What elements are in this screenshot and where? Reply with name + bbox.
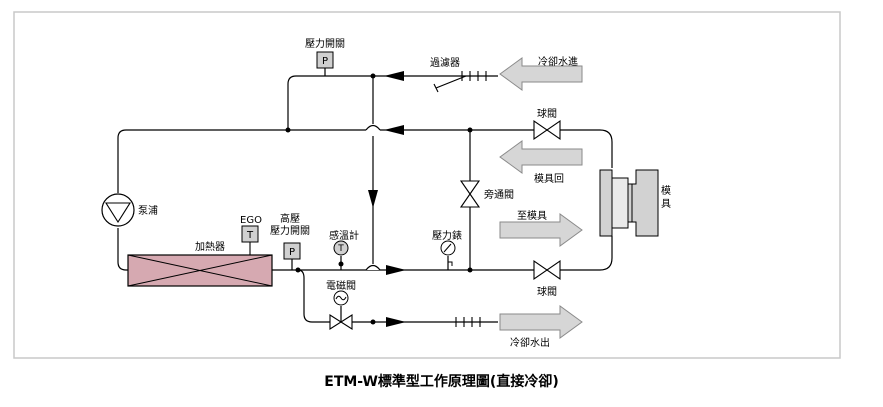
- diagram-caption: ETM-W標準型工作原理圖(直接冷卻): [324, 374, 559, 390]
- pressure-gauge: [440, 240, 456, 266]
- pump-label: 泵浦: [138, 204, 158, 217]
- pressure-switch-label: 壓力開關: [305, 37, 345, 50]
- ball-valve-top-label: 球閥: [537, 107, 557, 120]
- heater-label: 加熱器: [195, 240, 225, 253]
- cooling-water-out-arrow: [499, 305, 583, 339]
- filter-label: 過濾器: [430, 56, 460, 69]
- high-pressure-switch: P: [283, 242, 301, 260]
- mold-return-label: 模具回: [534, 173, 564, 185]
- mold: [599, 169, 659, 237]
- mold-return-arrow: [499, 140, 583, 174]
- ball-valve-bottom-label: 球閥: [537, 285, 557, 298]
- cooling-water-out-label: 冷卻水出: [510, 336, 550, 349]
- pump: [101, 193, 135, 227]
- junction-dots: [285, 73, 473, 325]
- filter-symbol: [433, 71, 487, 93]
- pressure-gauge-label: 壓力錶: [432, 229, 462, 242]
- ball-valve-top[interactable]: [533, 119, 561, 141]
- ego-thermostat: T: [241, 225, 259, 255]
- temp-sensor-label: 感溫計: [329, 229, 359, 242]
- high-pressure-switch-letter: P: [289, 247, 295, 258]
- flow-arrows: [368, 71, 406, 327]
- bypass-valve-label: 旁通閥: [484, 188, 514, 201]
- solenoid-valve-label: 電磁閥: [326, 279, 356, 292]
- bypass-valve[interactable]: [459, 180, 481, 208]
- mold-label: 模具: [661, 185, 671, 210]
- ego-label: EGO: [240, 215, 262, 226]
- solenoid-valve[interactable]: [329, 290, 353, 331]
- ego-letter: T: [246, 230, 254, 241]
- high-pressure-switch-label: 高壓壓力開關: [270, 212, 310, 237]
- pipe-crossings: [365, 124, 381, 271]
- block-arrows: [499, 57, 583, 339]
- diagram-frame: [13, 11, 841, 359]
- pressure-switch: P: [316, 51, 334, 69]
- ball-valve-bottom[interactable]: [533, 259, 561, 281]
- cooling-water-in-arrow: [499, 57, 583, 91]
- to-mold-arrow: [499, 213, 583, 247]
- outlet-hatch: [455, 317, 481, 327]
- pressure-switch-letter: P: [322, 56, 328, 67]
- to-mold-label: 至模具: [517, 210, 547, 222]
- cooling-water-in-label: 冷卻水進: [538, 55, 578, 68]
- temperature-sensor-letter: T: [337, 244, 344, 254]
- heater: [127, 254, 273, 287]
- temperature-sensor: T: [333, 240, 349, 267]
- pipework: [117, 68, 613, 323]
